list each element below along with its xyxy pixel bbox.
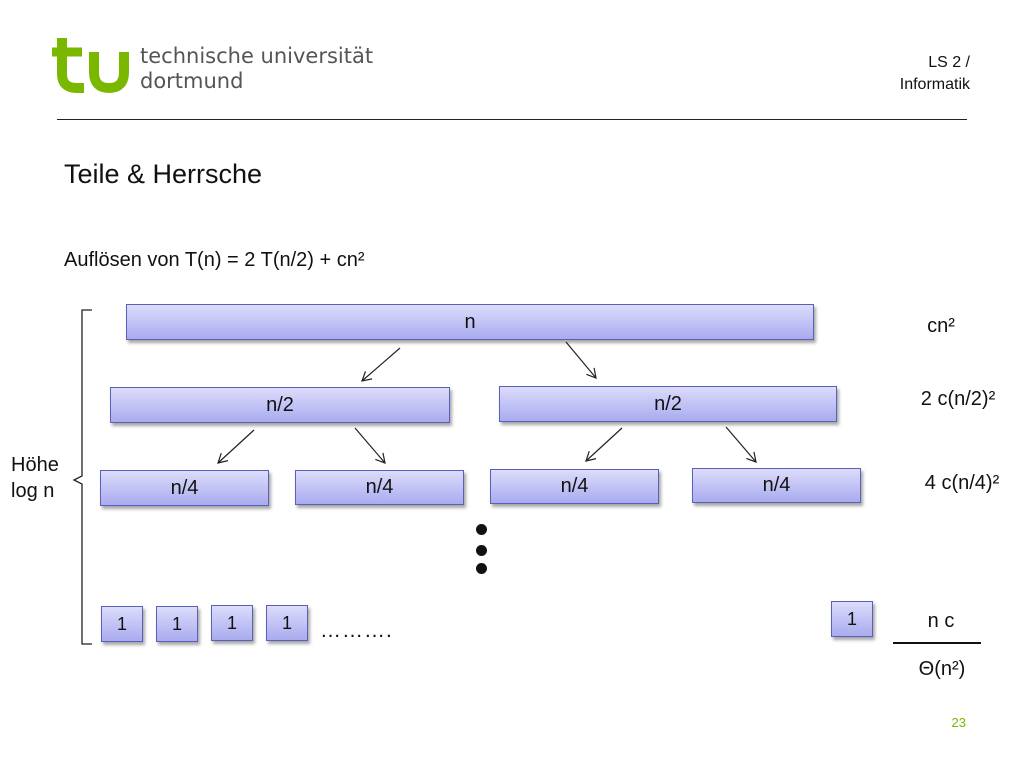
leaf-node: 1 [211, 605, 253, 641]
node-level2-2: n/4 [295, 470, 464, 505]
node-level1-right: n/2 [499, 386, 837, 422]
slide-subtitle: Auflösen von T(n) = 2 T(n/2) + cn² [64, 249, 365, 271]
node-level2-1: n/4 [100, 470, 269, 506]
university-name-line2: dortmund [140, 69, 244, 93]
arrow-l1b-right [725, 426, 757, 463]
university-name-line1: technische universität [140, 44, 374, 68]
continuation-dot [476, 563, 487, 574]
department-line2: Informatik [899, 76, 970, 93]
cost-level1: 2 c(n/2)² [920, 388, 996, 410]
node-level2-3: n/4 [490, 469, 659, 504]
continuation-dot [476, 545, 487, 556]
department-label: LS 2 / Informatik [900, 52, 970, 96]
height-label-line2: log n [11, 480, 55, 502]
node-root: n [126, 304, 814, 340]
sum-line [893, 642, 981, 644]
cost-leaves: n c [927, 610, 955, 632]
cost-total: Θ(n²) [918, 658, 966, 680]
department-line1: LS 2 / [928, 54, 970, 71]
leaf-ellipsis: ………. [320, 619, 393, 642]
tu-logo-mark [52, 38, 129, 94]
arrow-root-right [565, 341, 597, 379]
arrow-l1b-left [585, 427, 623, 462]
arrow-l1a-left [217, 429, 255, 464]
slide-title: Teile & Herrsche [64, 159, 263, 189]
leaf-node: 1 [156, 606, 198, 642]
leaf-node: 1 [101, 606, 143, 642]
cost-level2: 4 c(n/4)² [924, 472, 1000, 494]
arrow-l1a-right [354, 427, 386, 464]
height-label: Höhe log n [11, 452, 59, 504]
leaf-node: 1 [831, 601, 873, 637]
height-label-line1: Höhe [11, 454, 59, 476]
node-level2-4: n/4 [692, 468, 861, 503]
page-number: 23 [951, 715, 966, 730]
node-level1-left: n/2 [110, 387, 450, 423]
leaf-node: 1 [266, 605, 308, 641]
cost-level0: cn² [927, 315, 955, 337]
continuation-dot [476, 524, 487, 535]
header-divider [57, 119, 967, 120]
arrow-root-left [361, 347, 401, 382]
height-brace [72, 309, 92, 645]
